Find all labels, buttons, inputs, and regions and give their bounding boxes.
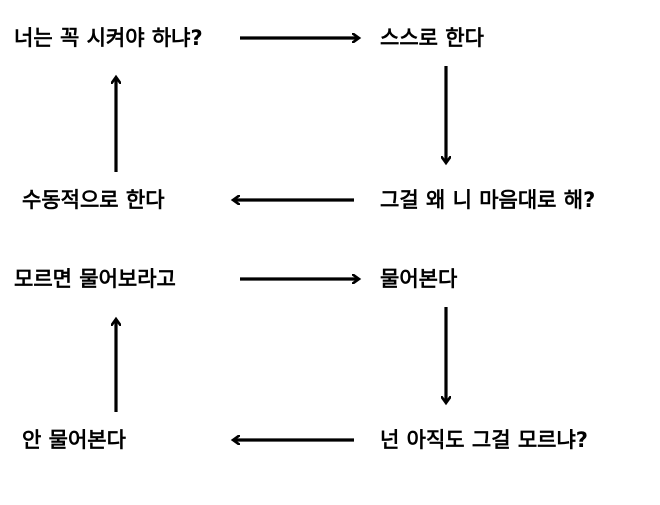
node-cycle2-top-left: 모르면 물어보라고 [14,267,176,291]
node-cycle1-bottom-left: 수동적으로 한다 [22,188,165,212]
node-cycle1-top-right: 스스로 한다 [380,26,484,50]
node-cycle2-bottom-right: 넌 아직도 그걸 모르냐? [380,428,588,452]
node-cycle1-top-left: 너는 꼭 시켜야 하냐? [14,26,203,50]
node-cycle1-bottom-right: 그걸 왜 니 마음대로 해? [380,188,596,212]
node-cycle2-bottom-left: 안 물어본다 [22,428,126,452]
node-cycle2-top-right: 물어본다 [380,267,458,291]
